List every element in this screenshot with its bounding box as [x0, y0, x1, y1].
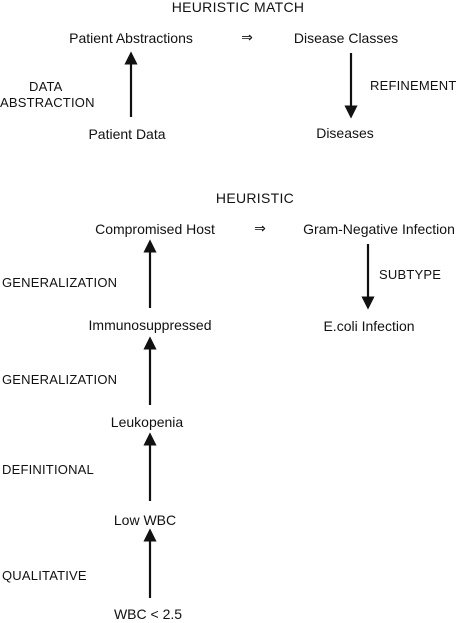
heuristic-match-title: HEURISTIC MATCH [171, 0, 305, 15]
node-wbc-value: WBC < 2.5 [113, 606, 183, 622]
label-generalization-2: GENERALIZATION [2, 372, 118, 387]
node-gram-negative-infection: Gram-Negative Infection [303, 221, 455, 237]
node-leukopenia: Leukopenia [110, 414, 184, 430]
node-ecoli-infection: E.coli Infection [323, 318, 415, 334]
label-subtype: SUBTYPE [379, 267, 442, 282]
node-compromised-host: Compromised Host [95, 221, 215, 237]
heuristic-title: HEURISTIC [215, 190, 295, 206]
label-definitional: DEFINITIONAL [2, 462, 94, 477]
label-data: DATA [29, 79, 63, 94]
node-patient-abstractions: Patient Abstractions [69, 30, 193, 46]
node-diseases: Diseases [316, 125, 374, 141]
implies-arrow-bottom: ⇒ [254, 220, 266, 236]
node-disease-classes: Disease Classes [293, 30, 399, 46]
implies-arrow-top: ⇒ [241, 29, 253, 45]
node-patient-data: Patient Data [88, 126, 166, 142]
node-immunosuppressed: Immunosuppressed [88, 317, 212, 333]
label-generalization-1: GENERALIZATION [2, 275, 118, 290]
label-abstraction: ABSTRACTION [0, 95, 95, 110]
node-low-wbc: Low WBC [113, 512, 177, 528]
label-refinement: REFINEMENT [370, 78, 457, 93]
label-qualitative: QUALITATIVE [2, 568, 87, 583]
